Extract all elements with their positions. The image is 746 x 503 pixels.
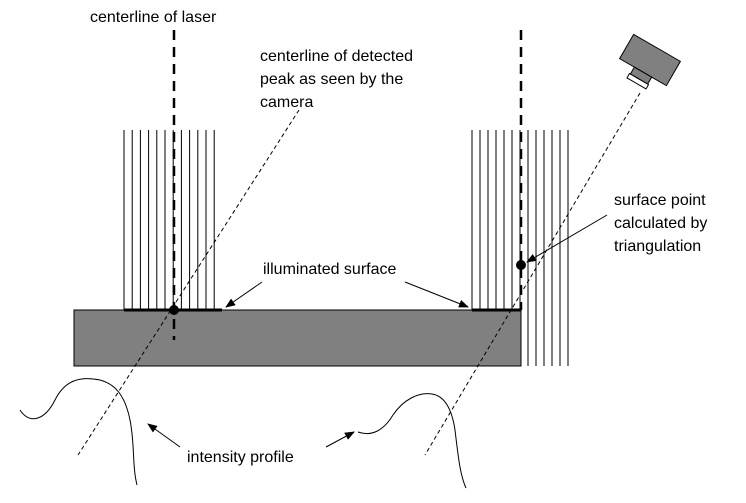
illuminated-surface-label: illuminated surface [263,261,397,278]
surface-point-label-line1: surface point [614,192,706,209]
intensity-arrow-left [147,423,181,448]
centerline-peak-label-line1: centerline of detected [260,48,413,65]
centerline-peak-label-line2: peak as seen by the [260,71,403,88]
centerline-laser-label: centerline of laser [90,9,217,26]
illuminated-arrow-right [404,281,469,308]
surface-point-label-line2: calculated by [614,215,707,232]
camera-icon [618,33,682,90]
surface-point-arrow [526,214,608,263]
triangulated-surface-point [516,260,526,270]
intensity-arrow-right [325,431,355,448]
surface-block [73,309,522,367]
left-intensity-profile [19,378,138,486]
left-detected-peak-point [169,305,179,315]
intensity-profile-label: intensity profile [187,449,294,466]
left-camera-sightline [77,109,300,456]
illuminated-arrow-left [225,281,263,308]
surface-point-label-line3: triangulation [614,238,701,255]
right-intensity-profile [357,393,467,489]
left-laser-sheet [123,130,215,310]
right-camera-sightline [424,92,641,456]
right-laser-sheet [471,130,569,366]
centerline-peak-label-line3: camera [260,94,313,111]
